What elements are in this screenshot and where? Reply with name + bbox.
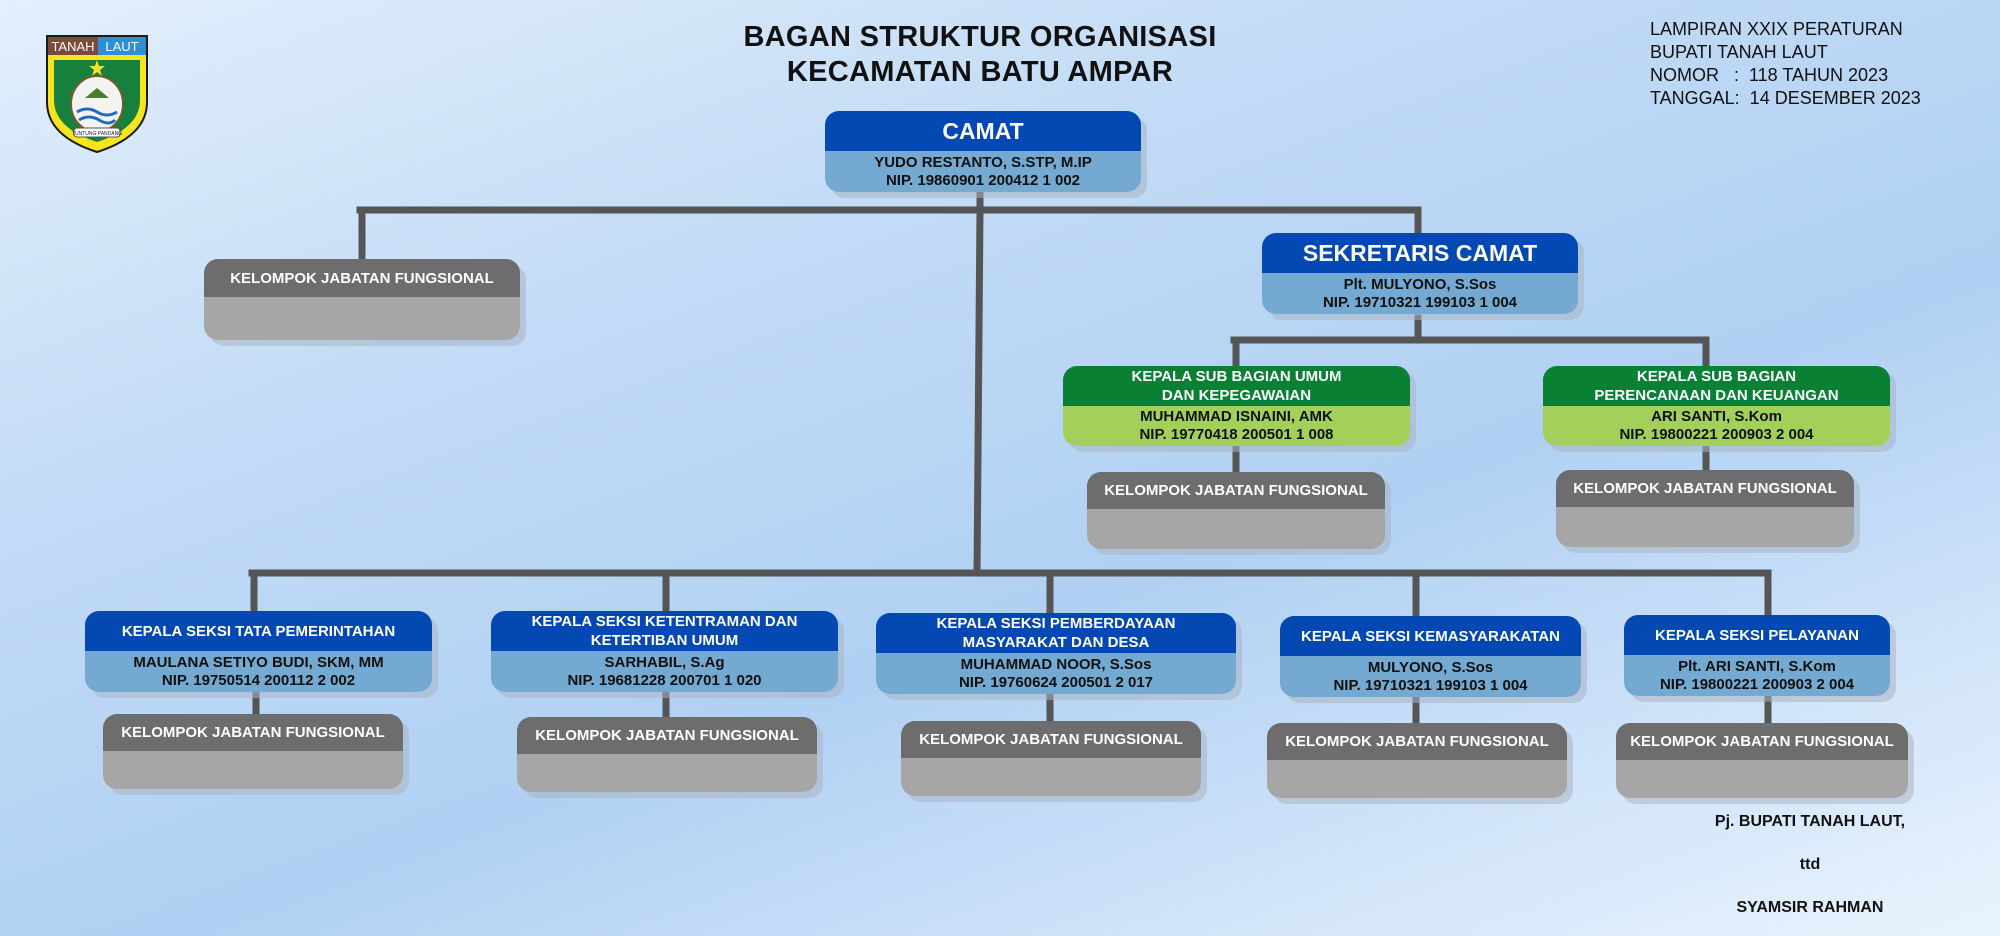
fungsional-body bbox=[1087, 509, 1385, 549]
svg-text:TANAH: TANAH bbox=[51, 39, 94, 54]
fungsional-body bbox=[1267, 760, 1567, 798]
seksi-2-details: SARHABIL, S.Ag NIP. 19681228 200701 1 02… bbox=[491, 651, 838, 692]
fungsional-body bbox=[901, 758, 1201, 796]
sekcam-nip: NIP. 19710321 199103 1 004 bbox=[1322, 293, 1518, 311]
seksi-ketentraman-box: KEPALA SEKSI KETENTRAMAN DAN KETERTIBAN … bbox=[491, 611, 838, 692]
subbag-keu-title: KEPALA SUB BAGIAN PERENCANAAN DAN KEUANG… bbox=[1543, 366, 1890, 406]
seksi-4-name: MULYONO, S.Sos bbox=[1367, 658, 1494, 676]
svg-text:TUNTUNG PANDANG: TUNTUNG PANDANG bbox=[72, 131, 122, 137]
fungsional-seksi-4-box: KELOMPOK JABATAN FUNGSIONAL bbox=[1267, 723, 1567, 798]
seksi-4-title: KEPALA SEKSI KEMASYARAKATAN bbox=[1280, 616, 1581, 656]
seksi-2-nip: NIP. 19681228 200701 1 020 bbox=[567, 671, 762, 689]
seksi-5-title-line-1: KEPALA SEKSI PELAYANAN bbox=[1655, 626, 1859, 644]
tanah-laut-emblem: TANAH LAUT TUNTUNG PANDANG bbox=[44, 32, 150, 156]
seksi-pemberdayaan-box: KEPALA SEKSI PEMBERDAYAAN MASYARAKAT DAN… bbox=[876, 613, 1236, 694]
camat-name: YUDO RESTANTO, S.STP, M.IP bbox=[874, 153, 1092, 171]
fungsional-label: KELOMPOK JABATAN FUNGSIONAL bbox=[1267, 723, 1567, 760]
seksi-3-title-line-1: KEPALA SEKSI PEMBERDAYAAN bbox=[936, 615, 1176, 632]
subbag-umum-title-line-1: KEPALA SUB BAGIAN UMUM bbox=[1131, 368, 1342, 385]
camat-box: CAMAT YUDO RESTANTO, S.STP, M.IP NIP. 19… bbox=[825, 111, 1141, 192]
sekcam-details: Plt. MULYONO, S.Sos NIP. 19710321 199103… bbox=[1262, 273, 1578, 314]
chart-title-line-1: BAGAN STRUKTUR ORGANISASI bbox=[743, 21, 1217, 53]
seksi-5-title: KEPALA SEKSI PELAYANAN bbox=[1624, 615, 1890, 655]
subbag-keu-nip: NIP. 19800221 200903 2 004 bbox=[1619, 426, 1814, 443]
seksi-kemasyarakatan-box: KEPALA SEKSI KEMASYARAKATAN MULYONO, S.S… bbox=[1280, 616, 1581, 697]
reference-line-3: NOMOR : 118 TAHUN 2023 bbox=[1650, 65, 1889, 85]
fungsional-label: KELOMPOK JABATAN FUNGSIONAL bbox=[517, 717, 817, 754]
fungsional-label: KELOMPOK JABATAN FUNGSIONAL bbox=[1087, 472, 1385, 509]
seksi-3-title: KEPALA SEKSI PEMBERDAYAAN MASYARAKAT DAN… bbox=[876, 613, 1236, 653]
signature-ttd: ttd bbox=[1799, 856, 1821, 873]
subbag-umum-name: MUHAMMAD ISNAINI, AMK bbox=[1140, 408, 1333, 425]
signature-name: SYAMSIR RAHMAN bbox=[1736, 899, 1884, 916]
fungsional-label: KELOMPOK JABATAN FUNGSIONAL bbox=[1556, 470, 1854, 507]
seksi-2-name: SARHABIL, S.Ag bbox=[604, 653, 725, 671]
signature-position: Pj. BUPATI TANAH LAUT, bbox=[1714, 813, 1906, 830]
fungsional-subbag-keu-box: KELOMPOK JABATAN FUNGSIONAL bbox=[1556, 470, 1854, 547]
fungsional-label: KELOMPOK JABATAN FUNGSIONAL bbox=[204, 259, 520, 297]
fungsional-body bbox=[103, 751, 403, 789]
subbag-keu-details: ARI SANTI, S.Kom NIP. 19800221 200903 2 … bbox=[1543, 406, 1890, 446]
chart-title: BAGAN STRUKTUR ORGANISASI KECAMATAN BATU… bbox=[650, 20, 1310, 90]
subbag-umum-title: KEPALA SUB BAGIAN UMUM DAN KEPEGAWAIAN bbox=[1063, 366, 1410, 406]
fungsional-seksi-3-box: KELOMPOK JABATAN FUNGSIONAL bbox=[901, 721, 1201, 796]
seksi-5-details: Plt. ARI SANTI, S.Kom NIP. 19800221 2009… bbox=[1624, 655, 1890, 696]
chart-title-line-2: KECAMATAN BATU AMPAR bbox=[786, 56, 1174, 88]
svg-text:LAUT: LAUT bbox=[105, 39, 138, 54]
seksi-5-nip: NIP. 19800221 200903 2 004 bbox=[1659, 675, 1855, 693]
seksi-tata-pemerintahan-box: KEPALA SEKSI TATA PEMERINTAHAN MAULANA S… bbox=[85, 611, 432, 692]
subbag-keu-title-line-2: PERENCANAAN DAN KEUANGAN bbox=[1594, 387, 1839, 404]
seksi-2-title-line-2: KETERTIBAN UMUM bbox=[590, 632, 739, 649]
fungsional-camat-box: KELOMPOK JABATAN FUNGSIONAL bbox=[204, 259, 520, 340]
connector-camat-trunk bbox=[973, 206, 984, 577]
subbag-keu-name: ARI SANTI, S.Kom bbox=[1651, 408, 1782, 425]
subbag-umum-title-line-2: DAN KEPEGAWAIAN bbox=[1161, 387, 1312, 404]
fungsional-body bbox=[517, 754, 817, 792]
fungsional-seksi-5-box: KELOMPOK JABATAN FUNGSIONAL bbox=[1616, 723, 1908, 798]
seksi-1-name: MAULANA SETIYO BUDI, SKM, MM bbox=[133, 653, 384, 671]
subbag-umum-box: KEPALA SUB BAGIAN UMUM DAN KEPEGAWAIAN M… bbox=[1063, 366, 1410, 446]
fungsional-label: KELOMPOK JABATAN FUNGSIONAL bbox=[103, 714, 403, 751]
fungsional-seksi-2-box: KELOMPOK JABATAN FUNGSIONAL bbox=[517, 717, 817, 792]
regulation-reference: LAMPIRAN XXIX PERATURAN BUPATI TANAH LAU… bbox=[1650, 18, 1921, 110]
seksi-4-title-line-1: KEPALA SEKSI KEMASYARAKATAN bbox=[1301, 627, 1560, 645]
fungsional-label: KELOMPOK JABATAN FUNGSIONAL bbox=[1616, 723, 1908, 760]
seksi-1-title: KEPALA SEKSI TATA PEMERINTAHAN bbox=[85, 611, 432, 651]
fungsional-body bbox=[204, 297, 520, 340]
subbag-keu-title-line-1: KEPALA SUB BAGIAN bbox=[1636, 368, 1797, 385]
fungsional-body bbox=[1616, 760, 1908, 798]
reference-line-1: LAMPIRAN XXIX PERATURAN bbox=[1650, 19, 1903, 39]
sekretaris-camat-box: SEKRETARIS CAMAT Plt. MULYONO, S.Sos NIP… bbox=[1262, 233, 1578, 314]
fungsional-seksi-1-box: KELOMPOK JABATAN FUNGSIONAL bbox=[103, 714, 403, 789]
seksi-3-details: MUHAMMAD NOOR, S.Sos NIP. 19760624 20050… bbox=[876, 653, 1236, 694]
sekcam-title: SEKRETARIS CAMAT bbox=[1262, 233, 1578, 273]
subbag-umum-nip: NIP. 19770418 200501 1 008 bbox=[1139, 426, 1334, 443]
seksi-3-nip: NIP. 19760624 200501 2 017 bbox=[958, 673, 1154, 691]
subbag-keuangan-box: KEPALA SUB BAGIAN PERENCANAAN DAN KEUANG… bbox=[1543, 366, 1890, 446]
seksi-2-title: KEPALA SEKSI KETENTRAMAN DAN KETERTIBAN … bbox=[491, 611, 838, 651]
seksi-4-nip: NIP. 19710321 199103 1 004 bbox=[1333, 676, 1528, 694]
subbag-umum-details: MUHAMMAD ISNAINI, AMK NIP. 19770418 2005… bbox=[1063, 406, 1410, 446]
seksi-3-name: MUHAMMAD NOOR, S.Sos bbox=[960, 655, 1152, 673]
fungsional-subbag-umum-box: KELOMPOK JABATAN FUNGSIONAL bbox=[1087, 472, 1385, 549]
seksi-3-title-line-2: MASYARAKAT DAN DESA bbox=[962, 634, 1150, 651]
seksi-4-details: MULYONO, S.Sos NIP. 19710321 199103 1 00… bbox=[1280, 656, 1581, 697]
seksi-1-nip: NIP. 19750514 200112 2 002 bbox=[161, 671, 356, 689]
seksi-5-name: Plt. ARI SANTI, S.Kom bbox=[1678, 657, 1836, 675]
seksi-1-title-line-1: KEPALA SEKSI TATA PEMERINTAHAN bbox=[121, 622, 396, 640]
reference-line-4: TANGGAL: 14 DESEMBER 2023 bbox=[1650, 88, 1921, 108]
fungsional-body bbox=[1556, 507, 1854, 547]
camat-nip: NIP. 19860901 200412 1 002 bbox=[885, 171, 1081, 189]
camat-details: YUDO RESTANTO, S.STP, M.IP NIP. 19860901… bbox=[825, 151, 1141, 192]
seksi-pelayanan-box: KEPALA SEKSI PELAYANAN Plt. ARI SANTI, S… bbox=[1624, 615, 1890, 696]
seksi-2-title-line-1: KEPALA SEKSI KETENTRAMAN DAN bbox=[531, 613, 798, 630]
sekcam-name: Plt. MULYONO, S.Sos bbox=[1343, 275, 1497, 293]
seksi-1-details: MAULANA SETIYO BUDI, SKM, MM NIP. 197505… bbox=[85, 651, 432, 692]
fungsional-label: KELOMPOK JABATAN FUNGSIONAL bbox=[901, 721, 1201, 758]
camat-title: CAMAT bbox=[825, 111, 1141, 151]
reference-line-2: BUPATI TANAH LAUT bbox=[1650, 42, 1828, 62]
